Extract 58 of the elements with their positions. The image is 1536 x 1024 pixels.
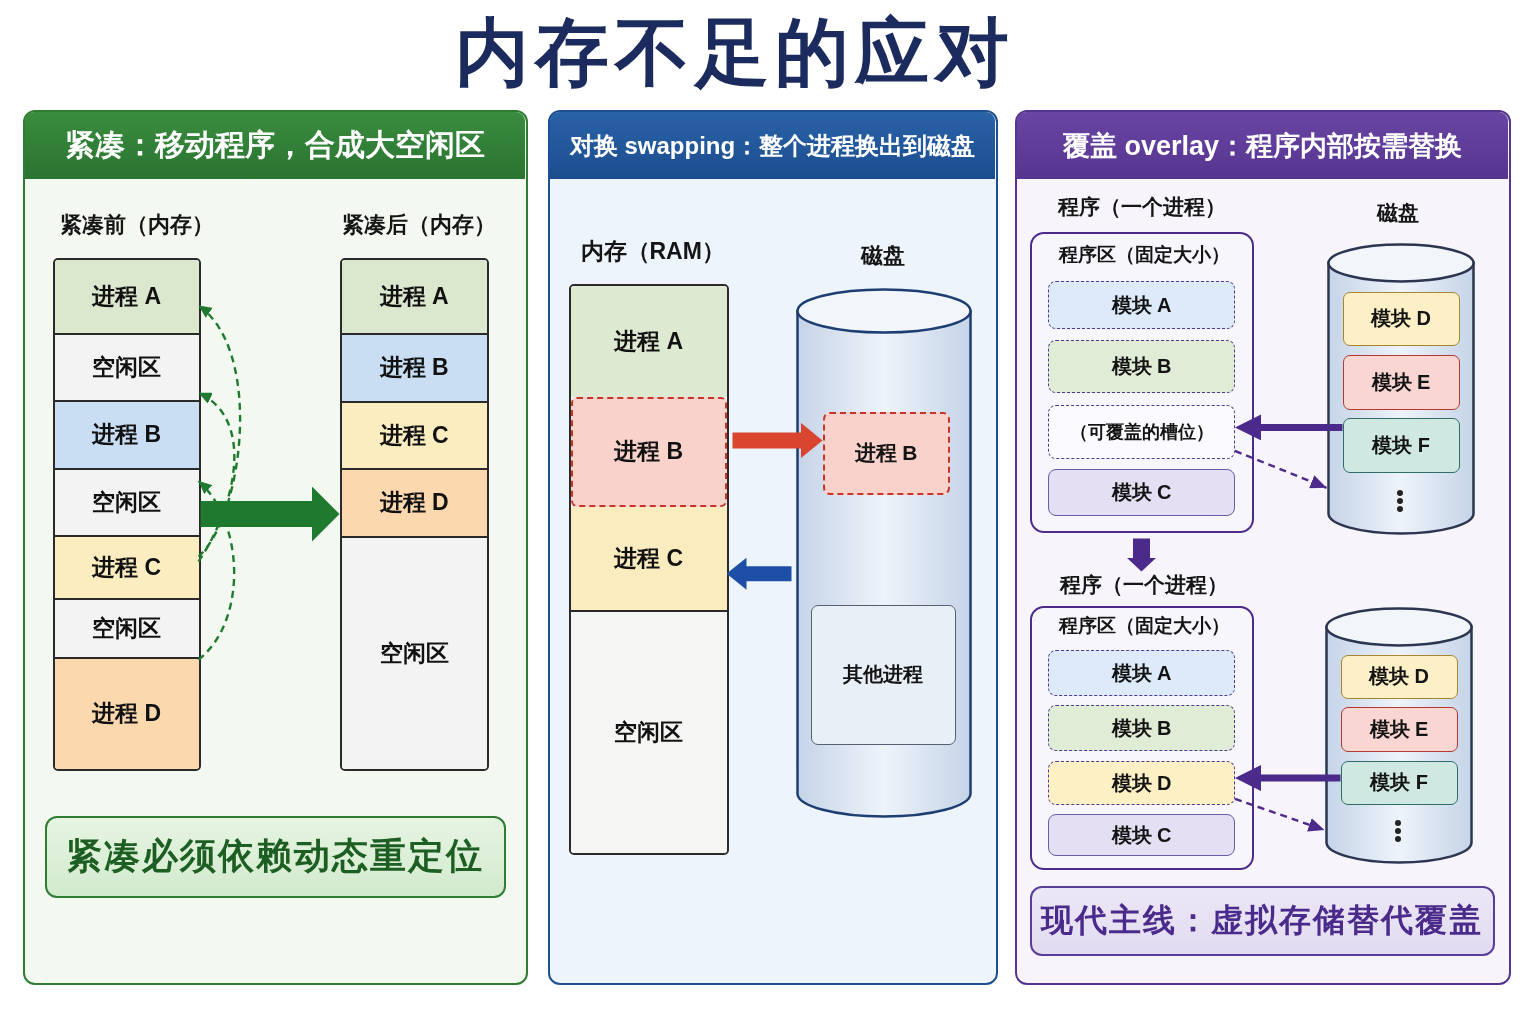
module-block: 模块 D <box>1340 654 1458 699</box>
module-block: 模块 C <box>1048 469 1235 516</box>
module-block: 模块 B <box>1048 705 1235 751</box>
column-heading: 内存（RAM） <box>580 236 725 266</box>
memory-block: 进程 C <box>341 400 487 468</box>
memory-block: 进程 A <box>54 259 199 333</box>
program-area-label: 程序区（固定大小） <box>1059 614 1230 638</box>
module-block: 模块 B <box>1048 340 1235 393</box>
memory-block: 进程 C <box>570 506 727 610</box>
swapped-process-block: 进程 B <box>822 411 950 495</box>
memory-block: 进程 B <box>54 399 199 468</box>
memory-block: 空闲区 <box>570 609 727 853</box>
memory-block: 进程 B <box>570 396 727 507</box>
panel <box>23 110 528 985</box>
block-arrow <box>726 557 792 590</box>
block-arrow <box>1126 538 1157 572</box>
column-heading: 紧凑前（内存） <box>59 210 214 238</box>
memory-block: 进程 A <box>341 259 487 333</box>
dashed-arrow <box>1234 449 1327 489</box>
process-area: 其他进程 <box>810 604 956 745</box>
dashed-arrow <box>197 480 236 661</box>
overlay-slot: （可覆盖的槽位） <box>1048 405 1235 459</box>
dashed-arrow <box>1234 797 1325 832</box>
block-arrow <box>200 486 340 542</box>
disk-label: 磁盘 <box>860 241 905 269</box>
page-title: 内存不足的应对 <box>455 10 1015 96</box>
column-heading: 紧凑后（内存） <box>341 210 496 238</box>
program-area-label: 程序区（固定大小） <box>1059 243 1230 267</box>
module-block: 模块 D <box>1048 761 1235 805</box>
program-heading: 程序（一个进程） <box>1057 193 1226 220</box>
panel <box>548 110 998 985</box>
panel-heading: 对换 swapping：整个进程换出到磁盘 <box>550 112 995 179</box>
note-banner: 紧凑必须依赖动态重定位 <box>44 815 506 898</box>
disk-label: 磁盘 <box>1376 199 1419 226</box>
panel <box>1015 110 1511 985</box>
memory-block: 进程 D <box>341 467 487 536</box>
memory-block: 进程 C <box>54 534 199 598</box>
dashed-arrow <box>197 304 241 558</box>
memory-block: 空闲区 <box>341 535 487 769</box>
note-banner: 现代主线：虚拟存储替代覆盖 <box>1029 885 1495 956</box>
dashed-arrow <box>197 391 236 563</box>
program-heading: 程序（一个进程） <box>1059 571 1228 598</box>
memory-block: 进程 D <box>54 656 199 769</box>
block-arrow <box>732 422 823 459</box>
arrow <box>1235 414 1343 441</box>
module-block: 模块 E <box>1342 354 1460 410</box>
module-block: 模块 A <box>1048 650 1235 696</box>
memory-block: 进程 A <box>570 285 727 397</box>
panel-heading: 覆盖 overlay：程序内部按需替换 <box>1017 112 1508 179</box>
module-block: 模块 C <box>1048 814 1235 856</box>
module-block: 模块 F <box>1342 417 1460 473</box>
module-block: 模块 A <box>1048 281 1235 329</box>
arrow <box>1235 765 1341 792</box>
memory-block: 进程 B <box>341 332 487 401</box>
module-block: 模块 D <box>1342 291 1460 346</box>
module-block: 模块 F <box>1340 760 1458 805</box>
module-block: 模块 E <box>1340 706 1458 752</box>
panel-heading: 紧凑：移动程序，合成大空闲区 <box>25 112 525 179</box>
